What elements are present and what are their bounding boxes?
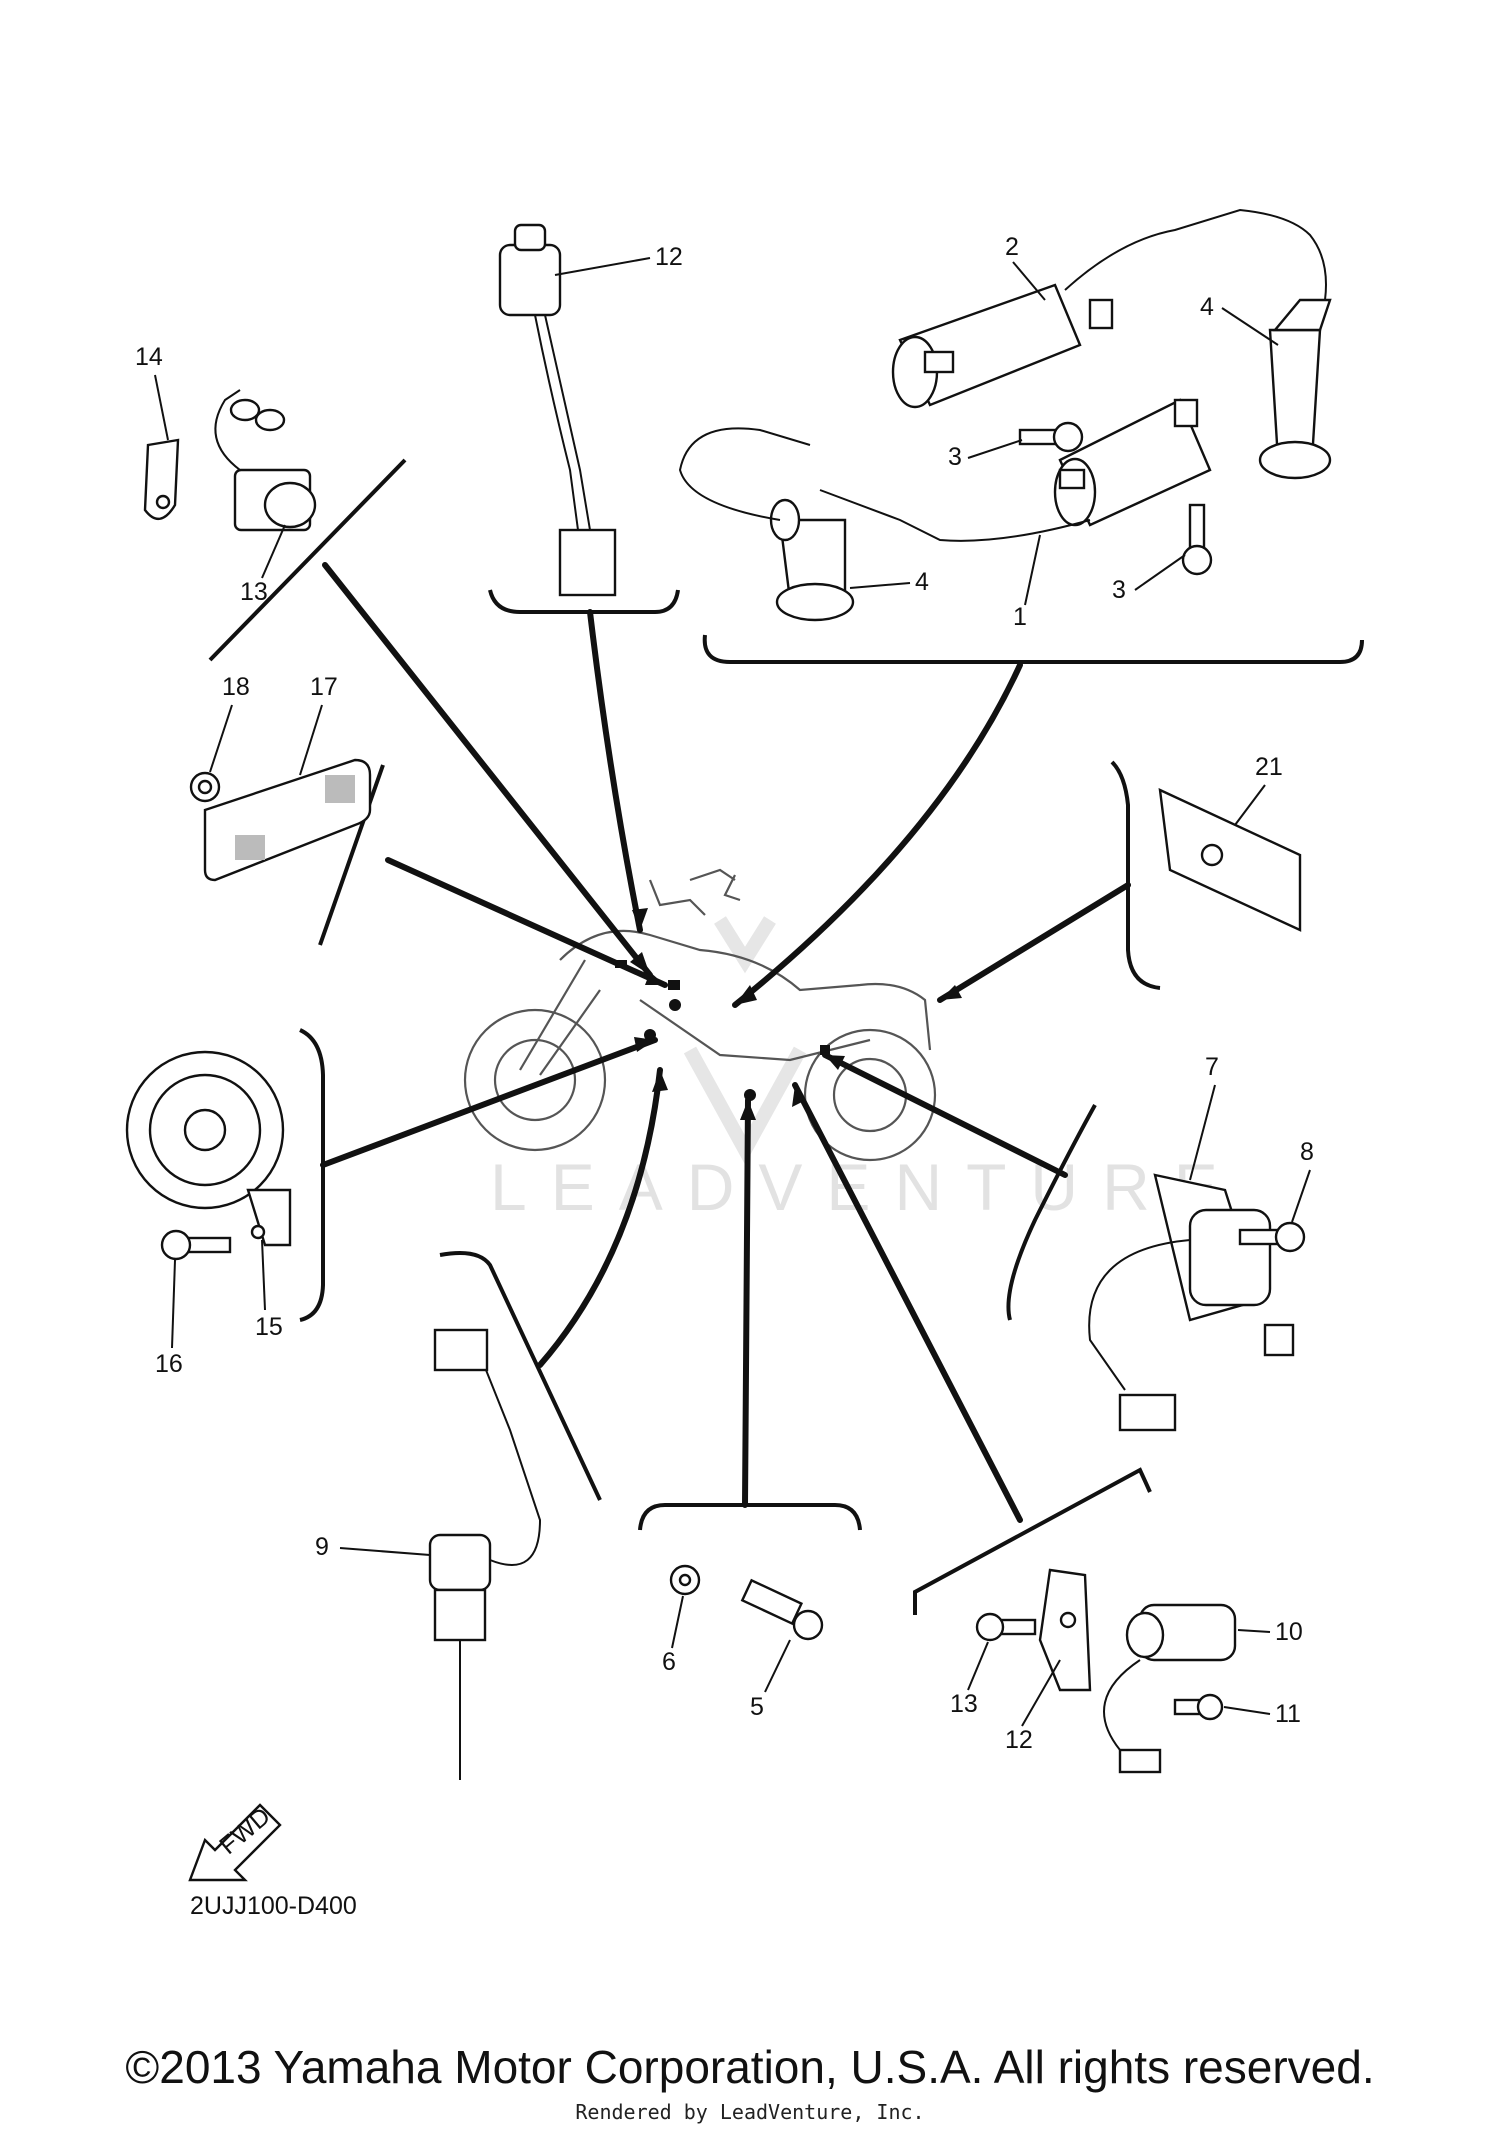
bolt-8 xyxy=(1238,1221,1306,1253)
bracket-reflector-21 xyxy=(1110,760,1161,990)
bracket-horn xyxy=(299,1028,325,1322)
callout-4b: 4 xyxy=(915,568,929,596)
motorcycle-silhouette xyxy=(463,868,937,1162)
callout-12: 12 xyxy=(1005,1726,1033,1754)
callout-8: 8 xyxy=(1300,1138,1314,1166)
spark-plug-cap-4b xyxy=(678,427,855,622)
bracket-reflector-19 xyxy=(318,764,385,946)
arrowheads xyxy=(630,908,962,1120)
callout-18: 16 xyxy=(155,1350,183,1378)
watermark: LEADVENTURE xyxy=(490,1150,1242,1224)
nut-20 xyxy=(189,771,221,803)
callout-21: 21 xyxy=(1255,753,1283,781)
rendered-by-notice: Rendered by LeadVenture, Inc. xyxy=(575,2100,925,2124)
callout-1: 1 xyxy=(1013,603,1027,631)
callout-5: 5 xyxy=(750,1693,764,1721)
bracket-neutral-switch xyxy=(439,1251,602,1501)
callout-7: 7 xyxy=(1205,1053,1219,1081)
sensor-10 xyxy=(1103,1603,1237,1774)
bracket-ignition-coil xyxy=(702,634,1364,664)
callout-10: 10 xyxy=(1275,1618,1303,1646)
callout-11: 11 xyxy=(1275,1700,1301,1728)
bolt-3b xyxy=(1181,503,1213,576)
callout-16: 14 xyxy=(135,343,163,371)
bracket-12 xyxy=(1038,1568,1092,1692)
ignition-coil-1 xyxy=(819,398,1212,542)
bracket-screw-5 xyxy=(638,1503,862,1531)
leader-lines xyxy=(320,562,1131,1523)
bolt-3a xyxy=(1018,421,1084,453)
spark-plug-cap-4a xyxy=(1258,298,1332,480)
screw-5 xyxy=(740,1578,824,1641)
callout-3b: 3 xyxy=(1112,576,1126,604)
callout-17: 15 xyxy=(255,1313,283,1341)
bracket-sensor-10 xyxy=(913,1467,1152,1615)
callout-19: 17 xyxy=(310,673,338,701)
switch-14 xyxy=(498,223,617,597)
bracket-regulator xyxy=(208,458,407,662)
callout-2: 2 xyxy=(1005,233,1019,261)
horn-17 xyxy=(125,1050,292,1247)
switch-9 xyxy=(428,1328,542,1780)
callout-3a: 3 xyxy=(948,443,962,471)
reflector-19 xyxy=(203,758,372,882)
regulator-15 xyxy=(214,389,317,532)
forward-arrow-icon: FWD xyxy=(188,1802,282,1882)
ignition-coil-2 xyxy=(891,208,1327,409)
callout-14: 12 xyxy=(655,243,683,271)
callout-13: 13 xyxy=(950,1690,978,1718)
bolt-13 xyxy=(975,1612,1037,1642)
callout-9: 9 xyxy=(315,1533,329,1561)
callout-6: 6 xyxy=(662,1648,676,1676)
bolt-11 xyxy=(1173,1693,1224,1721)
copyright-notice: ©2013 Yamaha Motor Corporation, U.S.A. A… xyxy=(125,2041,1375,2093)
reflector-21 xyxy=(1158,787,1302,932)
callout-20: 18 xyxy=(222,673,250,701)
bolt-18 xyxy=(160,1229,232,1261)
callout-4a: 4 xyxy=(1200,293,1214,321)
callout-15: 13 xyxy=(240,578,268,606)
callout-labels: 12 2 4 3 4 1 3 14 13 18 17 21 7 8 15 16 … xyxy=(135,233,1314,1754)
part-code: 2UJJ100-D400 xyxy=(190,1892,357,1920)
bracket-starter-relay xyxy=(1006,1104,1097,1321)
bracket-16 xyxy=(143,438,180,520)
washer-6 xyxy=(669,1564,701,1596)
